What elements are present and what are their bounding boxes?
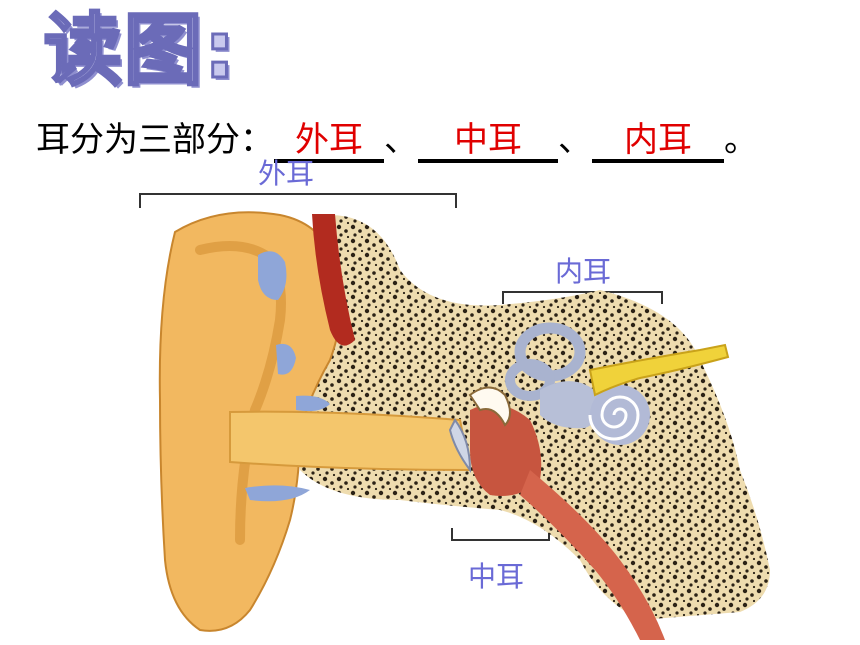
middle-ear-bracket	[451, 528, 550, 541]
answer-blank-outer-ear: 外耳	[274, 121, 384, 164]
ossicles	[468, 386, 511, 427]
ear-canal	[229, 410, 472, 472]
question-sentence: 耳分为三部分：外耳、中耳、内耳。	[36, 112, 758, 164]
vestibule	[540, 381, 601, 429]
eardrum	[448, 418, 472, 474]
answer-blank-inner-ear: 内耳	[592, 121, 724, 164]
cartilage-patch	[245, 485, 310, 502]
auditory-nerve	[588, 343, 730, 397]
question-prefix: 耳分为三部分：	[36, 120, 274, 160]
page-heading: 读图:	[42, 6, 238, 96]
blood-vessel-strip	[312, 214, 355, 346]
label-outer-ear: 外耳	[258, 157, 315, 190]
cartilage-patch	[296, 395, 330, 412]
separator: 、	[558, 120, 592, 160]
eustachian-tube	[520, 470, 665, 640]
cochlea	[588, 385, 650, 445]
separator: 、	[384, 120, 418, 160]
inner-ear-bracket	[502, 291, 663, 304]
cartilage-patch	[258, 251, 287, 300]
semicircular-canals	[505, 322, 586, 401]
answer-blank-middle-ear: 中耳	[418, 121, 558, 164]
middle-ear-cavity	[470, 404, 542, 496]
sentence-end: 。	[724, 120, 758, 160]
label-middle-ear: 中耳	[468, 560, 525, 593]
temporal-bone	[300, 215, 770, 620]
outer-ear-bracket	[139, 193, 457, 208]
label-inner-ear: 内耳	[555, 255, 612, 288]
cartilage-patch	[276, 343, 296, 375]
